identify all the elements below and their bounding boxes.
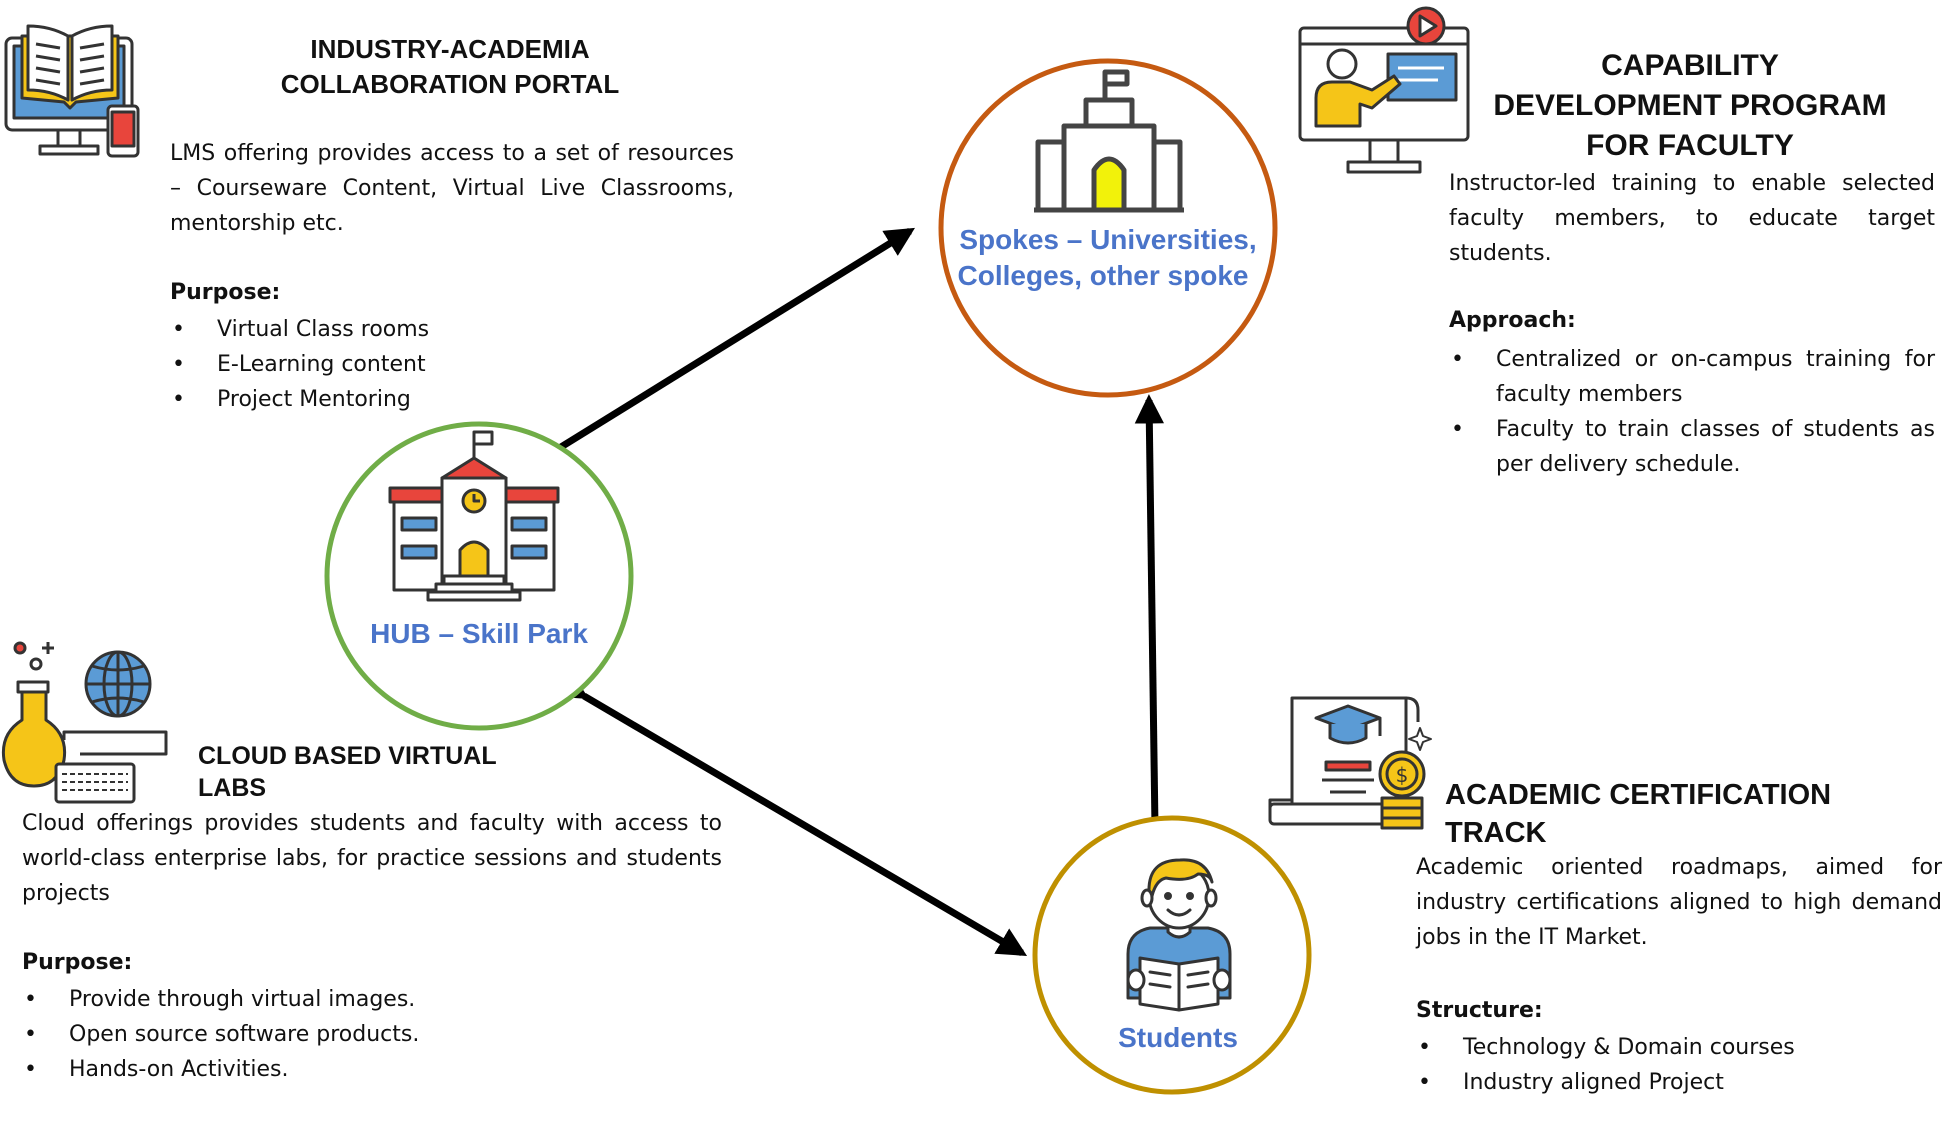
list-item: Provide through virtual images.: [22, 982, 622, 1017]
school-building-icon: [388, 430, 560, 602]
arrow-students-to-spokes: [1134, 394, 1165, 829]
student-reading-icon: [1126, 858, 1232, 1012]
portal-purpose-label: Purpose:: [170, 280, 281, 305]
list-item: Project Mentoring: [170, 382, 650, 417]
certification-structure-list: Technology & Domain courses Industry ali…: [1416, 1030, 1936, 1100]
certification-title: ACADEMIC CERTIFICATION TRACK: [1445, 779, 1832, 849]
faculty-description: Instructor-led training to enable select…: [1449, 171, 1935, 266]
spokes-label-line1: Spokes – Universities,: [959, 224, 1257, 255]
faculty-approach-list: Centralized or on-campus training for fa…: [1449, 342, 1935, 482]
list-item: Hands-on Activities.: [22, 1052, 622, 1087]
list-item: Virtual Class rooms: [170, 312, 650, 347]
certification-structure-label: Structure:: [1416, 998, 1543, 1023]
faculty-approach-label: Approach:: [1449, 308, 1576, 333]
labs-purpose-label: Purpose:: [22, 950, 133, 975]
list-item: Technology & Domain courses: [1416, 1030, 1936, 1065]
certification-description: Academic oriented roadmaps, aimed for in…: [1416, 855, 1942, 950]
college-building-icon: [1034, 69, 1184, 213]
flask-globe-keyboard-icon: [1, 641, 168, 804]
list-item: E-Learning content: [170, 347, 650, 382]
hub-label: HUB – Skill Park: [370, 618, 588, 649]
list-item: Centralized or on-campus training for fa…: [1449, 342, 1935, 412]
presentation-screen-icon: [1298, 6, 1470, 174]
svg-text:$: $: [1396, 763, 1409, 787]
students-label: Students: [1118, 1022, 1238, 1053]
computer-book-icon: [4, 24, 140, 158]
spokes-circle: [938, 58, 1278, 398]
list-item: Industry aligned Project: [1416, 1065, 1936, 1100]
labs-title: CLOUD BASED VIRTUAL LABS: [198, 742, 497, 802]
arrow-hub-students-bidirectional: [556, 671, 1028, 957]
labs-description: Cloud offerings provides students and fa…: [22, 811, 722, 906]
faculty-title: CAPABILITY DEVELOPMENT PROGRAM FOR FACUL…: [1493, 49, 1887, 162]
list-item: Faculty to train classes of students as …: [1449, 412, 1935, 482]
portal-purpose-list: Virtual Class rooms E-Learning content P…: [170, 312, 650, 417]
list-item: Open source software products.: [22, 1017, 622, 1052]
labs-purpose-list: Provide through virtual images. Open sou…: [22, 982, 622, 1087]
certificate-coins-icon: $: [1268, 696, 1432, 830]
spokes-label-line2: Colleges, other spoke: [957, 260, 1249, 291]
portal-title: INDUSTRY-ACADEMIA COLLABORATION PORTAL: [280, 34, 620, 99]
portal-description: LMS offering provides access to a set of…: [170, 141, 734, 236]
